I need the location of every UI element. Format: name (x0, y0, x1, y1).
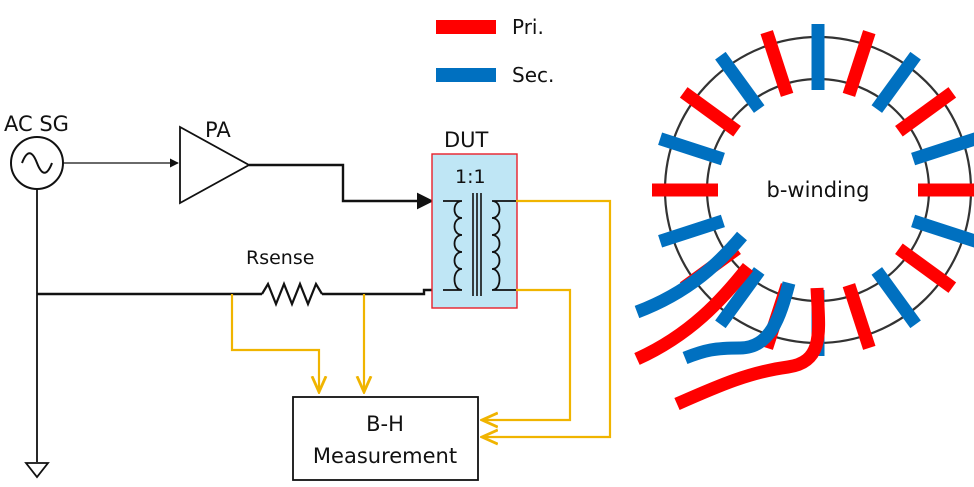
measurement-label-line1: B-H (366, 412, 404, 436)
secondary-winding (911, 132, 974, 166)
wire-return-right (322, 288, 442, 296)
primary-coil (443, 200, 463, 291)
resistor-rsense (261, 281, 323, 307)
ground-icon (24, 462, 50, 479)
resistor-label: Rsense (246, 247, 314, 269)
secondary-winding (658, 132, 725, 166)
sine-wave-icon (21, 152, 53, 174)
primary-lead-left (634, 262, 754, 365)
secondary-winding (871, 51, 921, 113)
secondary-coil (491, 200, 516, 291)
legend-secondary-swatch (436, 68, 496, 82)
lead-rsense-left (230, 294, 319, 392)
primary-winding (895, 243, 957, 293)
legend-primary-label: Pri. (512, 15, 544, 39)
dut-transformer: DUT 1:1 (431, 128, 518, 309)
primary-lead-bottom (674, 287, 826, 410)
toroid-label: b-winding (766, 178, 869, 202)
lead-dut-secondary-top (482, 199, 612, 437)
primary-winding (679, 87, 741, 137)
secondary-winding (715, 51, 765, 113)
legend-secondary-label: Sec. (512, 63, 554, 87)
secondary-lead-bottom (682, 281, 796, 365)
turns-ratio-label: 1:1 (455, 166, 486, 188)
amplifier-triangle (179, 125, 251, 205)
power-amplifier: PA (179, 118, 251, 205)
amplifier-label: PA (205, 118, 231, 142)
source-label: AC SG (4, 112, 69, 136)
lead-dut-secondary-bottom (482, 288, 572, 420)
dut-box (431, 153, 518, 309)
ac-signal-generator: AC SG (4, 112, 69, 190)
secondary-winding (871, 267, 921, 329)
secondary-winding (715, 267, 765, 329)
primary-winding (842, 30, 876, 97)
secondary-lead-left (634, 231, 747, 319)
measurement-label-line2: Measurement (313, 444, 457, 468)
secondary-winding (911, 214, 974, 248)
primary-winding (842, 283, 876, 350)
measurement-box (292, 396, 479, 481)
toroid-leads (634, 231, 826, 410)
legend-primary-swatch (436, 20, 496, 34)
primary-winding (760, 30, 794, 97)
legend: Pri. Sec. (436, 15, 554, 87)
secondary-winding (658, 214, 725, 248)
primary-winding (895, 87, 957, 137)
wire-pa-to-dut (249, 163, 434, 210)
dut-label: DUT (444, 128, 489, 152)
measurement-leads (230, 199, 612, 437)
bh-measurement-unit: B-H Measurement (292, 396, 479, 481)
